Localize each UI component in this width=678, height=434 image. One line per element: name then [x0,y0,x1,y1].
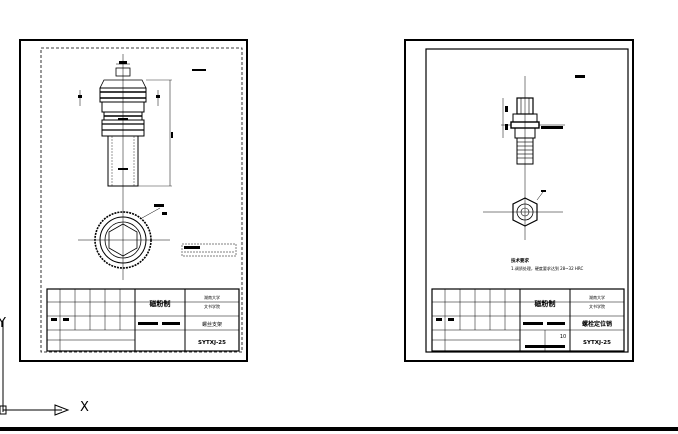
right-school-line2: 文书学院 [589,303,605,309]
right-sheet-number: 10 [560,334,566,340]
ucs-y-label: Y [0,316,6,331]
canvas-bottom-edge [0,427,678,430]
canvas-status-strip [0,430,678,434]
tech-notes-heading: 技术要求 [511,257,529,264]
right-school-line1: 湖南大学 [589,294,605,300]
left-drawing-code: SYTXJ-25 [198,340,226,346]
right-title-block: 磁粉制 湖南大学 文书学院 螺栓定位销 SYTXJ-25 10 [431,288,625,352]
left-part-name: 螺丝支架 [202,321,222,328]
left-sheet-drawing: 磁粉制 湖南大学 文书学院 螺丝支架 SYTXJ-25 [40,47,243,353]
right-sheet-drawing: 技术要求 1.调质处理，硬度要求达到 28~32 HRC [425,48,629,353]
right-drawing-name: 磁粉制 [535,299,556,308]
right-part-name: 螺栓定位销 [582,320,612,328]
left-school-line1: 湖南大学 [204,294,220,300]
drawing-sheet-right[interactable]: 技术要求 1.调质处理，硬度要求达到 28~32 HRC [404,39,634,362]
ucs-axis-icon [0,320,70,416]
drawing-sheet-left[interactable]: 磁粉制 湖南大学 文书学院 螺丝支架 SYTXJ-25 [19,39,248,362]
tech-notes-line1: 1.调质处理，硬度要求达到 28~32 HRC [511,265,583,271]
left-title-block: 磁粉制 湖南大学 文书学院 螺丝支架 SYTXJ-25 [46,288,240,352]
left-drawing-name: 磁粉制 [150,299,171,308]
ucs-x-label: X [80,400,89,415]
left-school-line2: 文书学院 [204,303,220,309]
right-drawing-code: SYTXJ-25 [583,340,611,346]
